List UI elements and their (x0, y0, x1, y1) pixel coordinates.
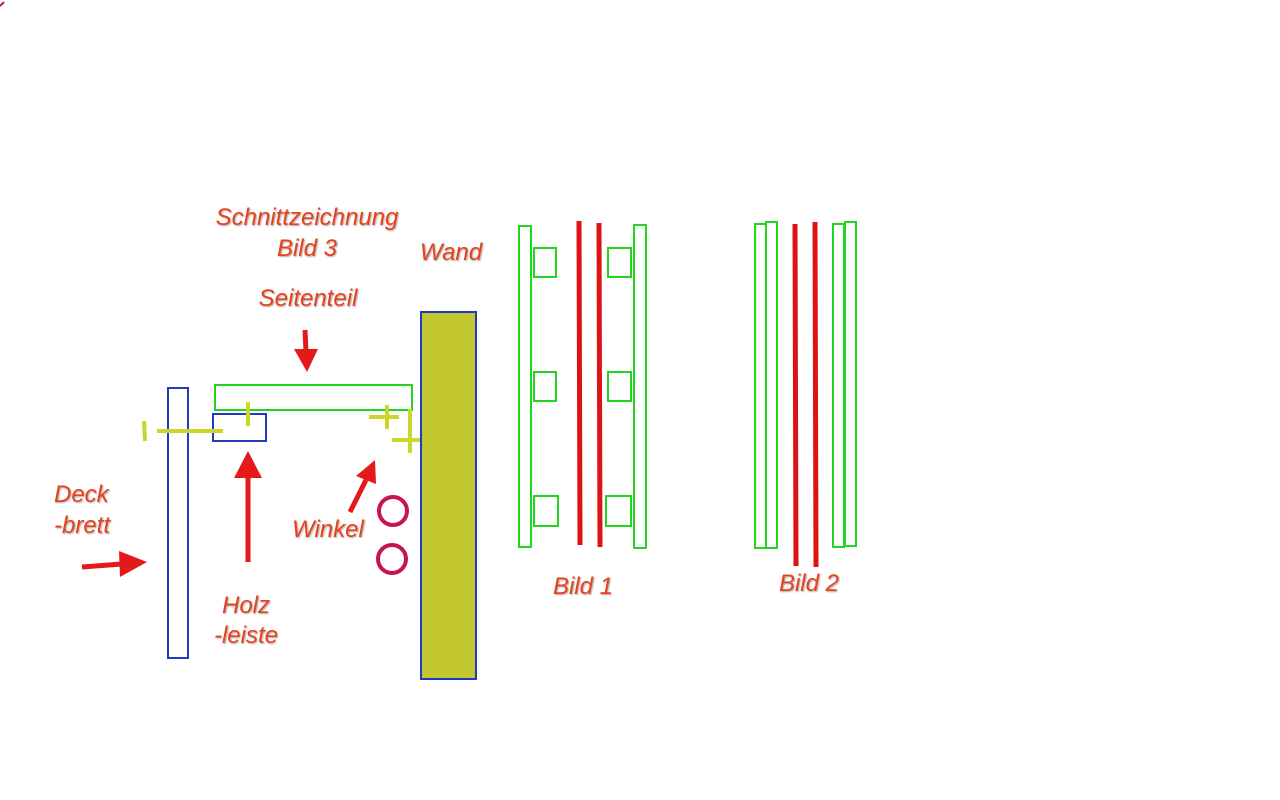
screw-head-left (142, 420, 147, 442)
bild1-right-board (633, 224, 647, 549)
arrow-seitenteil-head (294, 349, 318, 372)
arrow-holzleiste-head (234, 451, 262, 478)
bild1-red-line-1 (576, 220, 583, 546)
circle-marker-2 (376, 543, 408, 575)
arrow-winkel-shaft (347, 478, 369, 514)
label-bild3: Bild 3 (277, 235, 338, 262)
bild2-red-line-2 (812, 221, 819, 568)
arrow-deckbrett-head (119, 551, 147, 577)
bild1-left-board (518, 225, 532, 548)
bild2-board-2 (765, 221, 778, 549)
label-seitenteil: Seitenteil (259, 285, 358, 312)
bild1-block-left-1 (533, 247, 557, 278)
arrow-deckbrett-shaft (81, 561, 123, 570)
label-deck: Deck (54, 481, 111, 508)
bild2-board-4 (844, 221, 857, 547)
bild1-red-line-2 (596, 222, 603, 548)
label-winkel: Winkel (292, 516, 364, 543)
label-leiste: -leiste (214, 622, 278, 649)
arrows (81, 329, 376, 577)
label-holz: Holz (222, 592, 270, 619)
bild1-block-right-1 (607, 247, 632, 278)
screws (142, 402, 420, 453)
label-wand: Wand (420, 239, 483, 266)
bild2-board-1 (754, 223, 767, 549)
bild2-red-line-1 (792, 223, 799, 567)
arrow-seitenteil-shaft (302, 329, 309, 353)
corner-mark (0, 1, 5, 7)
bild1-block-right-2 (607, 371, 632, 402)
circle-marker-1 (377, 495, 409, 527)
label-brett: -brett (54, 512, 111, 539)
seitenteil-board (214, 384, 413, 411)
label-schnittzeichnung: Schnittzeichnung (216, 204, 399, 231)
label-bild2: Bild 2 (779, 570, 839, 597)
bild1-block-left-3 (533, 495, 559, 527)
holzleiste-block (212, 413, 267, 442)
deckbrett-board (167, 387, 189, 659)
wand-wall (420, 311, 477, 680)
bild1-block-right-3 (605, 495, 632, 527)
bild2-board-3 (832, 223, 845, 548)
arrow-winkel-head (356, 460, 376, 484)
label-bild1: Bild 1 (553, 573, 613, 600)
bild1-drawing (518, 220, 647, 549)
bild2-drawing (754, 221, 857, 568)
bild1-block-left-2 (533, 371, 557, 402)
